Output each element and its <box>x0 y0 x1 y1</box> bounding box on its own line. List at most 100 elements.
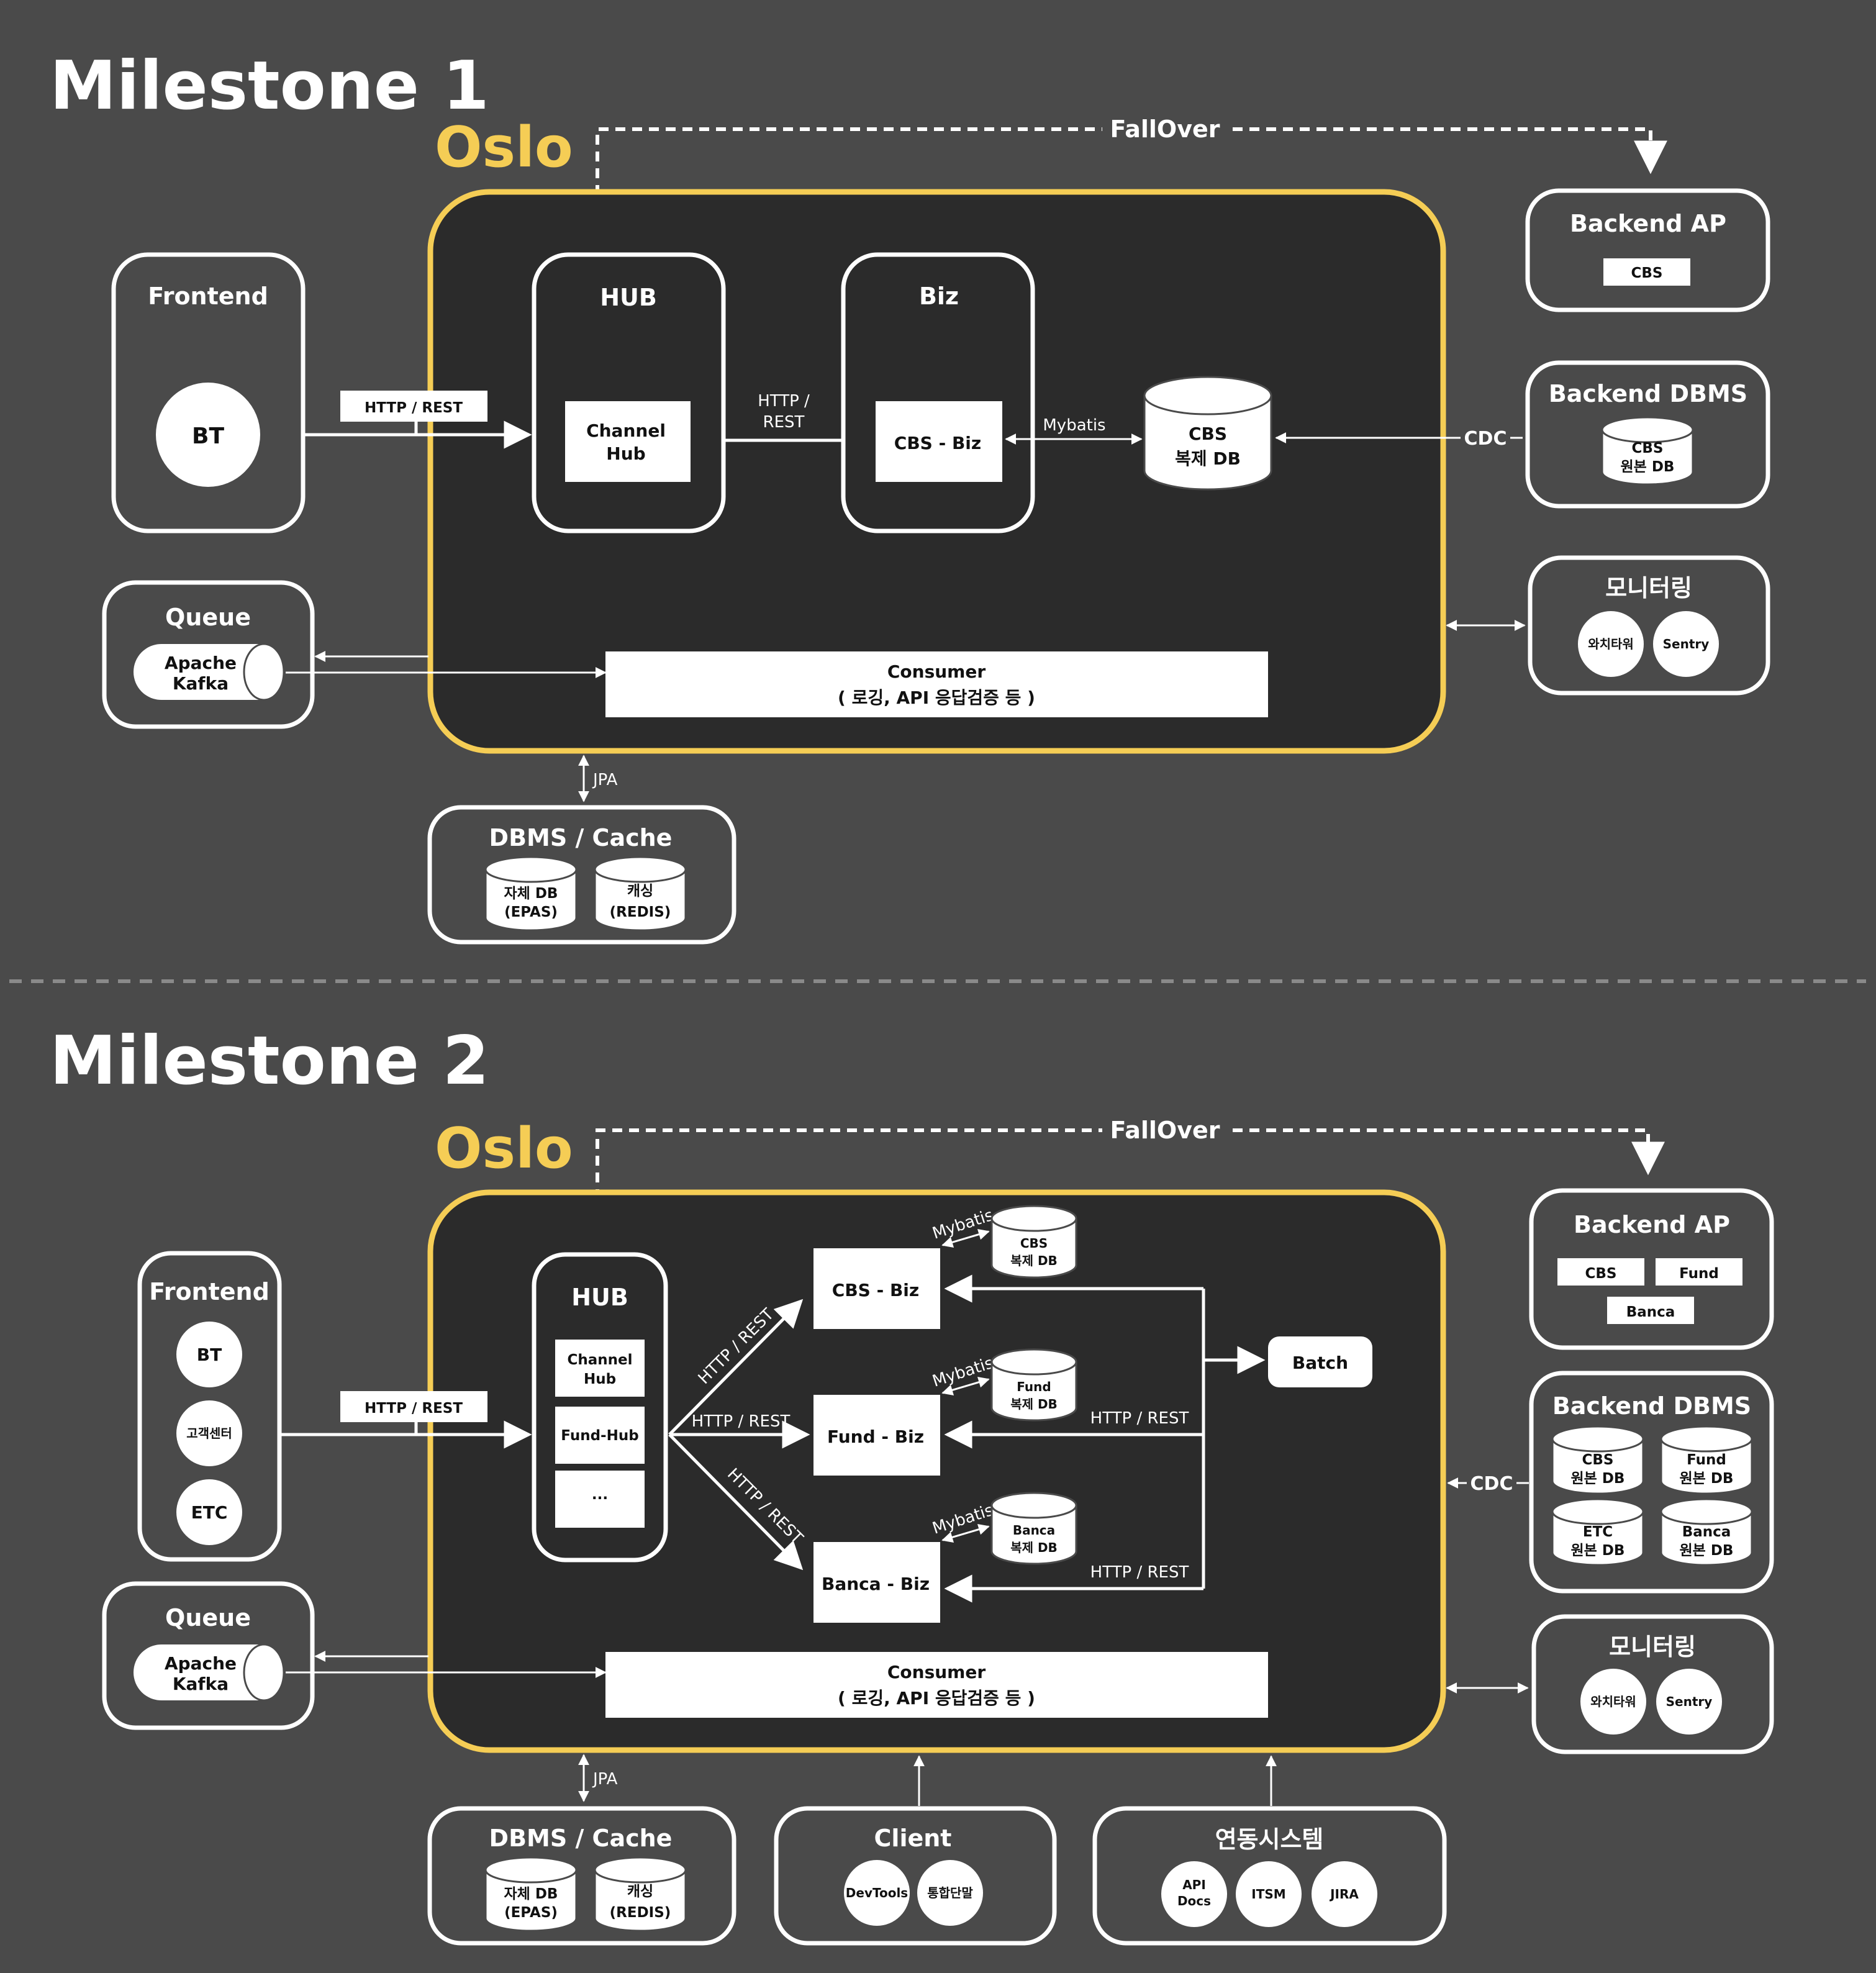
backend-ap-banca-label: Banca <box>1626 1304 1675 1320</box>
watchtower-label: 와치타워 <box>1588 637 1634 651</box>
hub-fund-biz-label: HTTP / REST <box>692 1412 791 1431</box>
hub-biz-label-1: HTTP / <box>758 392 810 410</box>
banca-replica-db-label-1: Banca <box>1013 1523 1055 1538</box>
kafka-label-2: Kafka <box>173 673 229 694</box>
consumer-2-label-2: ( 로깅, API 응답검증 등 ) <box>838 1688 1035 1708</box>
consumer-2-label-1: Consumer <box>887 1662 986 1682</box>
jira-label: JIRA <box>1329 1887 1359 1902</box>
etc-origin-db-label-1: ETC <box>1583 1524 1613 1540</box>
cache-cylinder-2: 캐싱 (REDIS) <box>594 1856 687 1932</box>
queue-title: Queue <box>165 604 251 631</box>
backend-ap-box-2 <box>1529 1188 1774 1350</box>
consumer-box-2 <box>605 1652 1268 1718</box>
fallover-label-2: FallOver <box>1110 1117 1220 1144</box>
etc-origin-db: ETC 원본 DB <box>1551 1498 1644 1566</box>
batch-box <box>1268 1336 1372 1387</box>
mybatis-cbs-arrow <box>941 1228 990 1248</box>
etc-circle <box>176 1479 242 1545</box>
cbs-origin-db-label-2: 원본 DB <box>1621 459 1675 475</box>
itsm-circle <box>1236 1861 1302 1927</box>
cbs-replica-db: CBS 복제 DB <box>1143 376 1272 491</box>
consumer-label-1: Consumer <box>887 661 986 682</box>
monitoring-title-2: 모니터링 <box>1609 1633 1696 1661</box>
fund-origin-db-label-2: 원본 DB <box>1680 1471 1734 1487</box>
cbs-replica-db-label-1: CBS <box>1189 424 1227 444</box>
channel-hub-label-2: Hub <box>606 443 645 464</box>
cbs-replica-db-2-label-2: 복제 DB <box>1010 1253 1058 1268</box>
cache-label-2: (REDIS) <box>610 904 671 920</box>
bt-label-2: BT <box>197 1345 222 1365</box>
bt-circle-2 <box>176 1322 242 1387</box>
banca-replica-db: Banca 복제 DB <box>990 1492 1077 1565</box>
consumer-label-2: ( 로깅, API 응답검증 등 ) <box>838 687 1035 708</box>
customer-center-label: 고객센터 <box>186 1426 232 1441</box>
own-db-label-1: 자체 DB <box>504 886 558 902</box>
http-rest-label-2: HTTP / REST <box>365 1400 463 1417</box>
queue-title-2: Queue <box>165 1604 251 1631</box>
channel-hub-box-2 <box>555 1340 645 1397</box>
banca-biz-label: Banca - Biz <box>822 1574 930 1594</box>
cbs-biz-box-2 <box>813 1248 940 1329</box>
banca-origin-db: Banca 원본 DB <box>1660 1498 1753 1566</box>
watchtower-circle <box>1578 611 1644 677</box>
fallover-label: FallOver <box>1110 116 1220 143</box>
backend-ap-cbs-2-label: CBS <box>1585 1266 1617 1282</box>
frontend-title-2: Frontend <box>149 1278 270 1305</box>
fund-biz-label: Fund - Biz <box>827 1426 924 1447</box>
client-title: Client <box>874 1825 952 1852</box>
dbms-cache-title-2: DBMS / Cache <box>489 1825 673 1852</box>
kafka-cylinder-2: Apache Kafka <box>134 1643 285 1702</box>
jpa-label-2: JPA <box>592 1770 618 1789</box>
own-db-2-label-1: 자체 DB <box>504 1886 558 1902</box>
own-db-2-label-2: (EPAS) <box>504 1905 558 1921</box>
kafka-2-label-2: Kafka <box>173 1674 229 1694</box>
integrated-terminal-circle <box>917 1860 983 1926</box>
integration-title: 연동시스템 <box>1215 1826 1324 1853</box>
oslo-title: Oslo <box>435 115 573 180</box>
bt-label: BT <box>192 424 224 449</box>
fund-replica-db-label-1: Fund <box>1017 1379 1051 1394</box>
hub-title: HUB <box>600 284 657 311</box>
kafka-cylinder: Apache Kafka <box>134 643 285 701</box>
hub-banca-biz-arrow <box>668 1433 804 1571</box>
fund-replica-db-label-2: 복제 DB <box>1010 1397 1058 1412</box>
fund-hub-box <box>555 1407 645 1464</box>
api-docs-label-1: API <box>1182 1877 1206 1892</box>
etc-origin-db-label-2: 원본 DB <box>1571 1543 1625 1559</box>
jira-circle <box>1312 1861 1377 1927</box>
integrated-terminal-label: 통합단말 <box>927 1885 973 1900</box>
http-rest-label: HTTP / REST <box>365 400 463 416</box>
devtools-label: DevTools <box>846 1885 908 1900</box>
channel-hub-box <box>565 401 691 482</box>
cbs-replica-db-label-2: 복제 DB <box>1175 448 1241 469</box>
sentry-label-2: Sentry <box>1666 1694 1713 1709</box>
sentry-circle <box>1653 611 1719 677</box>
cdc-label: CDC <box>1464 428 1507 450</box>
watchtower-label-2: 와치타워 <box>1590 1694 1636 1709</box>
etc-hub-box <box>555 1471 645 1528</box>
kafka-2-label-1: Apache <box>165 1653 237 1674</box>
own-db-cylinder-2: 자체 DB (EPAS) <box>484 1856 578 1932</box>
jpa-label: JPA <box>592 771 618 789</box>
backend-ap-cbs <box>1603 258 1690 286</box>
cbs-origin-db-2-label-2: 원본 DB <box>1571 1471 1625 1487</box>
cbs-biz-label: CBS - Biz <box>894 433 981 453</box>
etc-label: ETC <box>191 1502 228 1523</box>
backend-ap-fund <box>1656 1258 1742 1286</box>
monitoring-title: 모니터링 <box>1605 574 1692 602</box>
kafka-label-1: Apache <box>165 653 237 673</box>
cache-cylinder: 캐싱 (REDIS) <box>594 856 687 932</box>
consumer-box <box>605 651 1268 717</box>
milestone-2: Milestone 2 Oslo FallOver Frontend BT 고객… <box>50 1022 1774 1946</box>
devtools-circle <box>844 1860 910 1926</box>
backend-ap-title: Backend AP <box>1570 210 1726 237</box>
cbs-replica-db-2-label-1: CBS <box>1020 1236 1048 1251</box>
fund-origin-db: Fund 원본 DB <box>1660 1425 1753 1495</box>
backend-ap-banca <box>1607 1297 1694 1324</box>
frontend-title: Frontend <box>148 283 268 310</box>
mybatis-fund-arrow <box>941 1376 990 1396</box>
oslo-title-2: Oslo <box>435 1116 573 1181</box>
sentry-circle-2 <box>1656 1669 1722 1735</box>
etc-hub-label: ... <box>592 1487 608 1503</box>
